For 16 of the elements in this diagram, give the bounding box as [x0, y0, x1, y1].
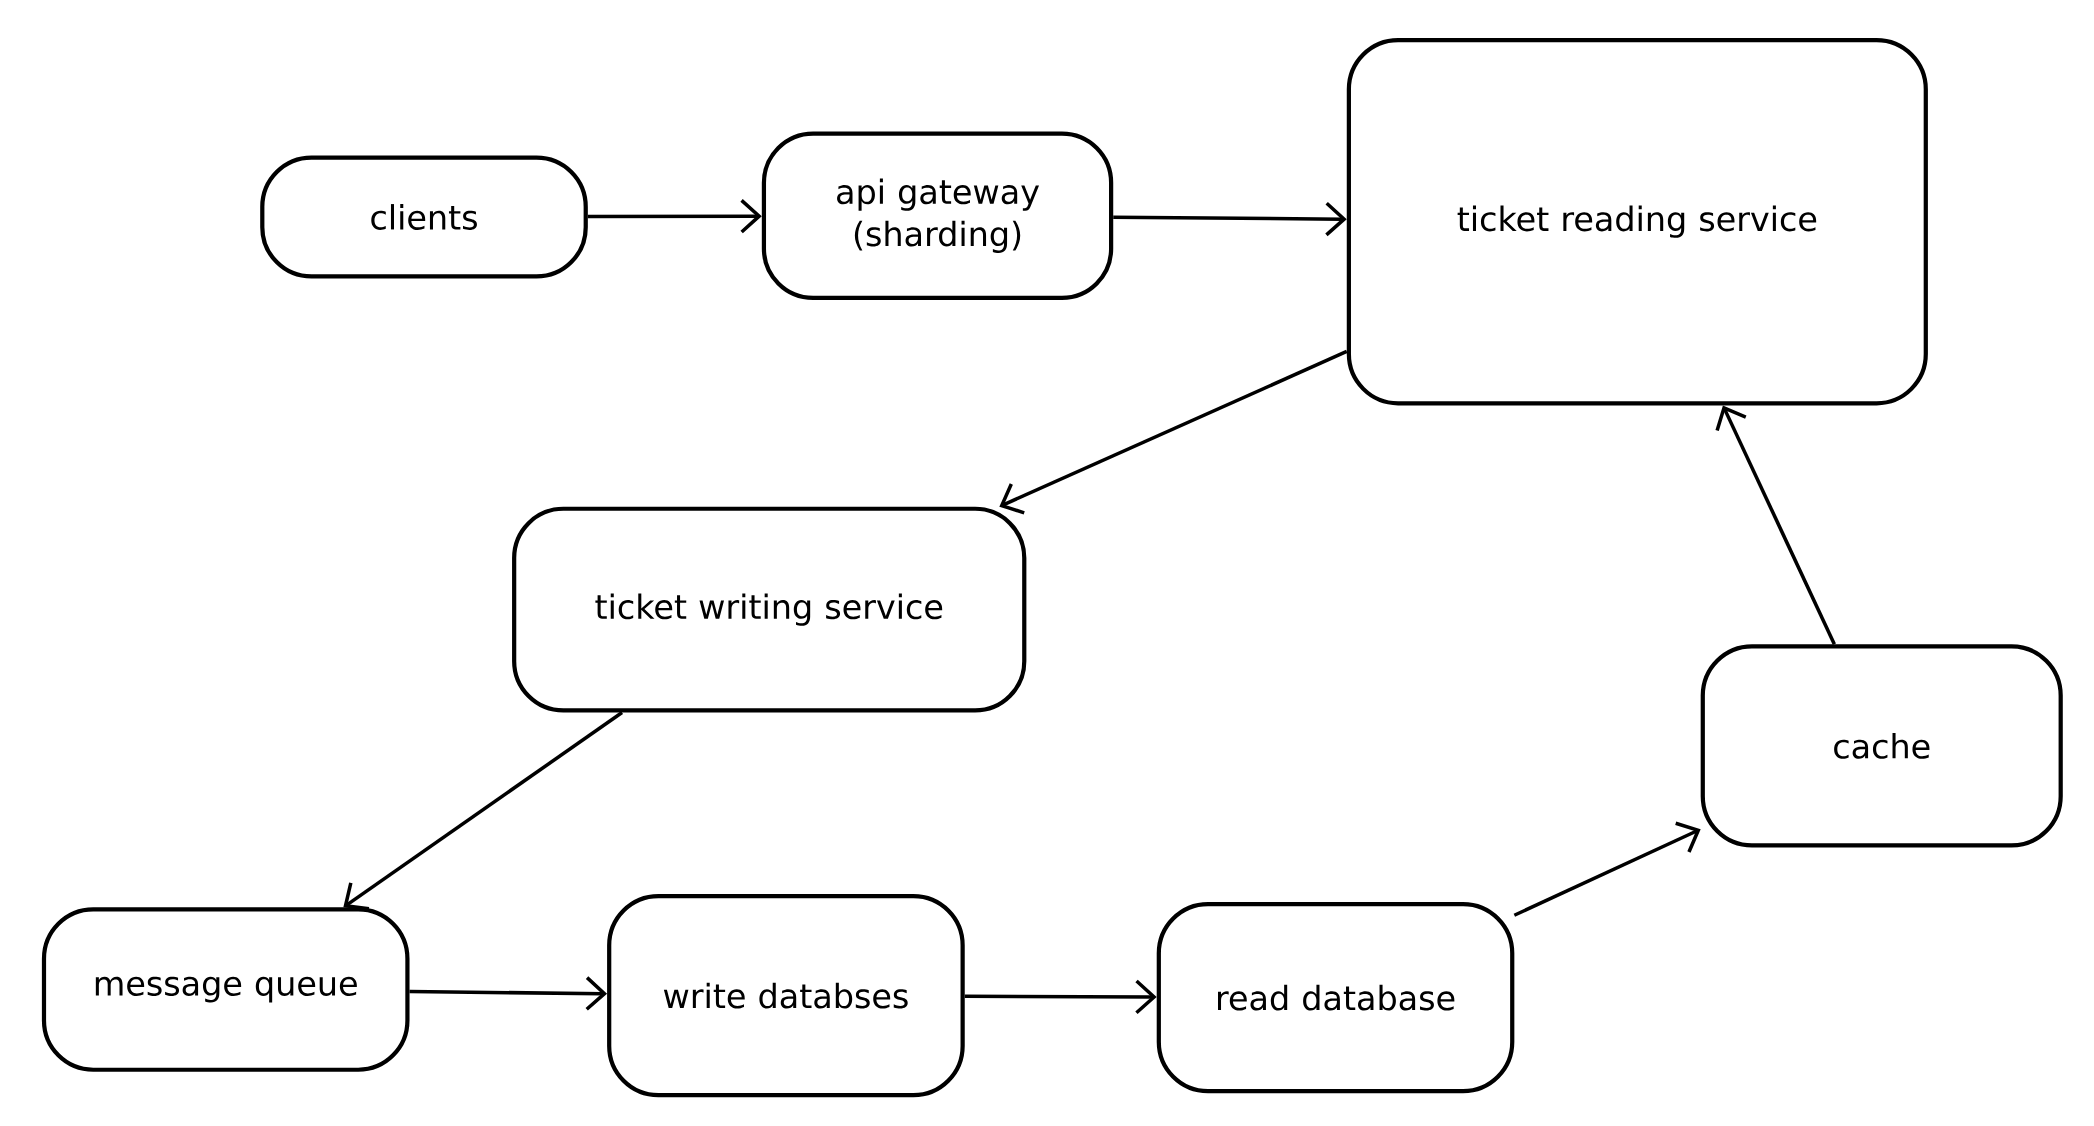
process-box: ticket reading service — [1346, 38, 1928, 406]
process-box: read database — [1156, 902, 1515, 1094]
arrow — [1113, 201, 1347, 237]
arrow — [409, 976, 608, 1011]
arrow — [1715, 405, 1836, 646]
process-box: message queue — [41, 907, 410, 1072]
process-box: write databses — [607, 894, 965, 1098]
arrow — [999, 349, 1348, 515]
arrow — [964, 979, 1157, 1014]
process-box: api gateway (sharding) — [761, 131, 1114, 300]
arrow — [587, 199, 762, 234]
arrow — [1513, 821, 1701, 917]
process-box: ticket writing service — [512, 506, 1027, 713]
process-box: cache — [1700, 644, 2063, 848]
process-box: clients — [260, 155, 588, 279]
arrow — [343, 711, 624, 911]
